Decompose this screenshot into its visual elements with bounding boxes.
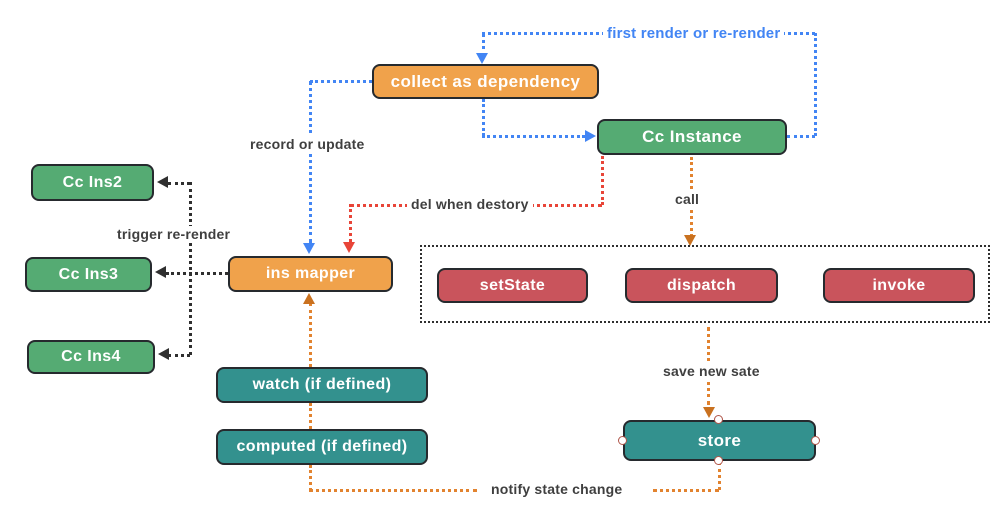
node-dispatch[interactable]: dispatch: [625, 268, 778, 303]
arrowhead-into-insmapper-red-icon: [343, 242, 355, 253]
node-collect-as-dependency[interactable]: collect as dependency: [372, 64, 599, 99]
edge-record-or-update: [309, 81, 312, 243]
label-save-new-sate: save new sate: [659, 363, 764, 379]
node-cc-instance[interactable]: Cc Instance: [597, 119, 787, 155]
edge-into-collect-top: [482, 33, 485, 57]
edge-insmapper-to-ccins3: [166, 272, 228, 275]
arrowhead-into-insmapper-blue-icon: [303, 243, 315, 254]
node-watch[interactable]: watch (if defined): [216, 367, 428, 403]
edge-ccinstance-right-up: [814, 33, 817, 136]
edge-up-into-computed: [309, 465, 312, 491]
edge-ccinstance-right-out: [787, 135, 815, 138]
edge-notify-left-segment: [309, 489, 477, 492]
edge-collect-bottom-down: [482, 99, 485, 136]
node-ins-mapper[interactable]: ins mapper: [228, 256, 393, 292]
arrowhead-into-ccins3-icon: [155, 266, 166, 278]
store-handle-top[interactable]: [714, 415, 723, 424]
edge-collect-left-out: [310, 80, 372, 83]
label-del-when-destory: del when destory: [407, 196, 533, 212]
arrowhead-into-collect-icon: [476, 53, 488, 64]
label-notify-state-change: notify state change: [487, 481, 627, 497]
edge-computed-to-watch: [309, 403, 312, 429]
edge-collect-to-ccinstance: [482, 135, 585, 138]
store-handle-right[interactable]: [811, 436, 820, 445]
edge-del-into-insmapper: [349, 204, 352, 242]
arrowhead-into-api-container-icon: [684, 235, 696, 246]
node-cc-ins3[interactable]: Cc Ins3: [25, 257, 152, 292]
arrowhead-into-store-icon: [703, 407, 715, 418]
edge-ccinstance-del-down: [601, 156, 604, 205]
label-trigger-re-render: trigger re-render: [113, 226, 235, 242]
node-computed[interactable]: computed (if defined): [216, 429, 428, 465]
store-handle-bottom[interactable]: [714, 456, 723, 465]
arrowhead-into-ccins2-icon: [157, 176, 168, 188]
node-cc-ins2[interactable]: Cc Ins2: [31, 164, 154, 201]
api-group-container: [420, 245, 990, 323]
label-record-or-update: record or update: [246, 136, 369, 152]
edge-watch-to-insmapper: [309, 303, 312, 367]
store-handle-left[interactable]: [618, 436, 627, 445]
label-call: call: [671, 191, 704, 207]
edge-notify-right-segment: [653, 489, 719, 492]
node-cc-ins4[interactable]: Cc Ins4: [27, 340, 155, 374]
arrowhead-into-ccinstance-icon: [585, 130, 596, 142]
edge-branch-to-ccins4: [168, 354, 190, 357]
node-invoke[interactable]: invoke: [823, 268, 975, 303]
arrowhead-into-ccins4-icon: [158, 348, 169, 360]
edge-trigger-branch-vertical: [189, 182, 192, 355]
node-store[interactable]: store: [623, 420, 816, 461]
edge-store-bottom-down: [718, 462, 721, 490]
node-setstate[interactable]: setState: [437, 268, 588, 303]
arrowhead-into-insmapper-orange-icon: [303, 293, 315, 304]
label-first-render-or-re-render: first render or re-render: [603, 25, 785, 42]
edge-branch-to-ccins2: [168, 182, 190, 185]
